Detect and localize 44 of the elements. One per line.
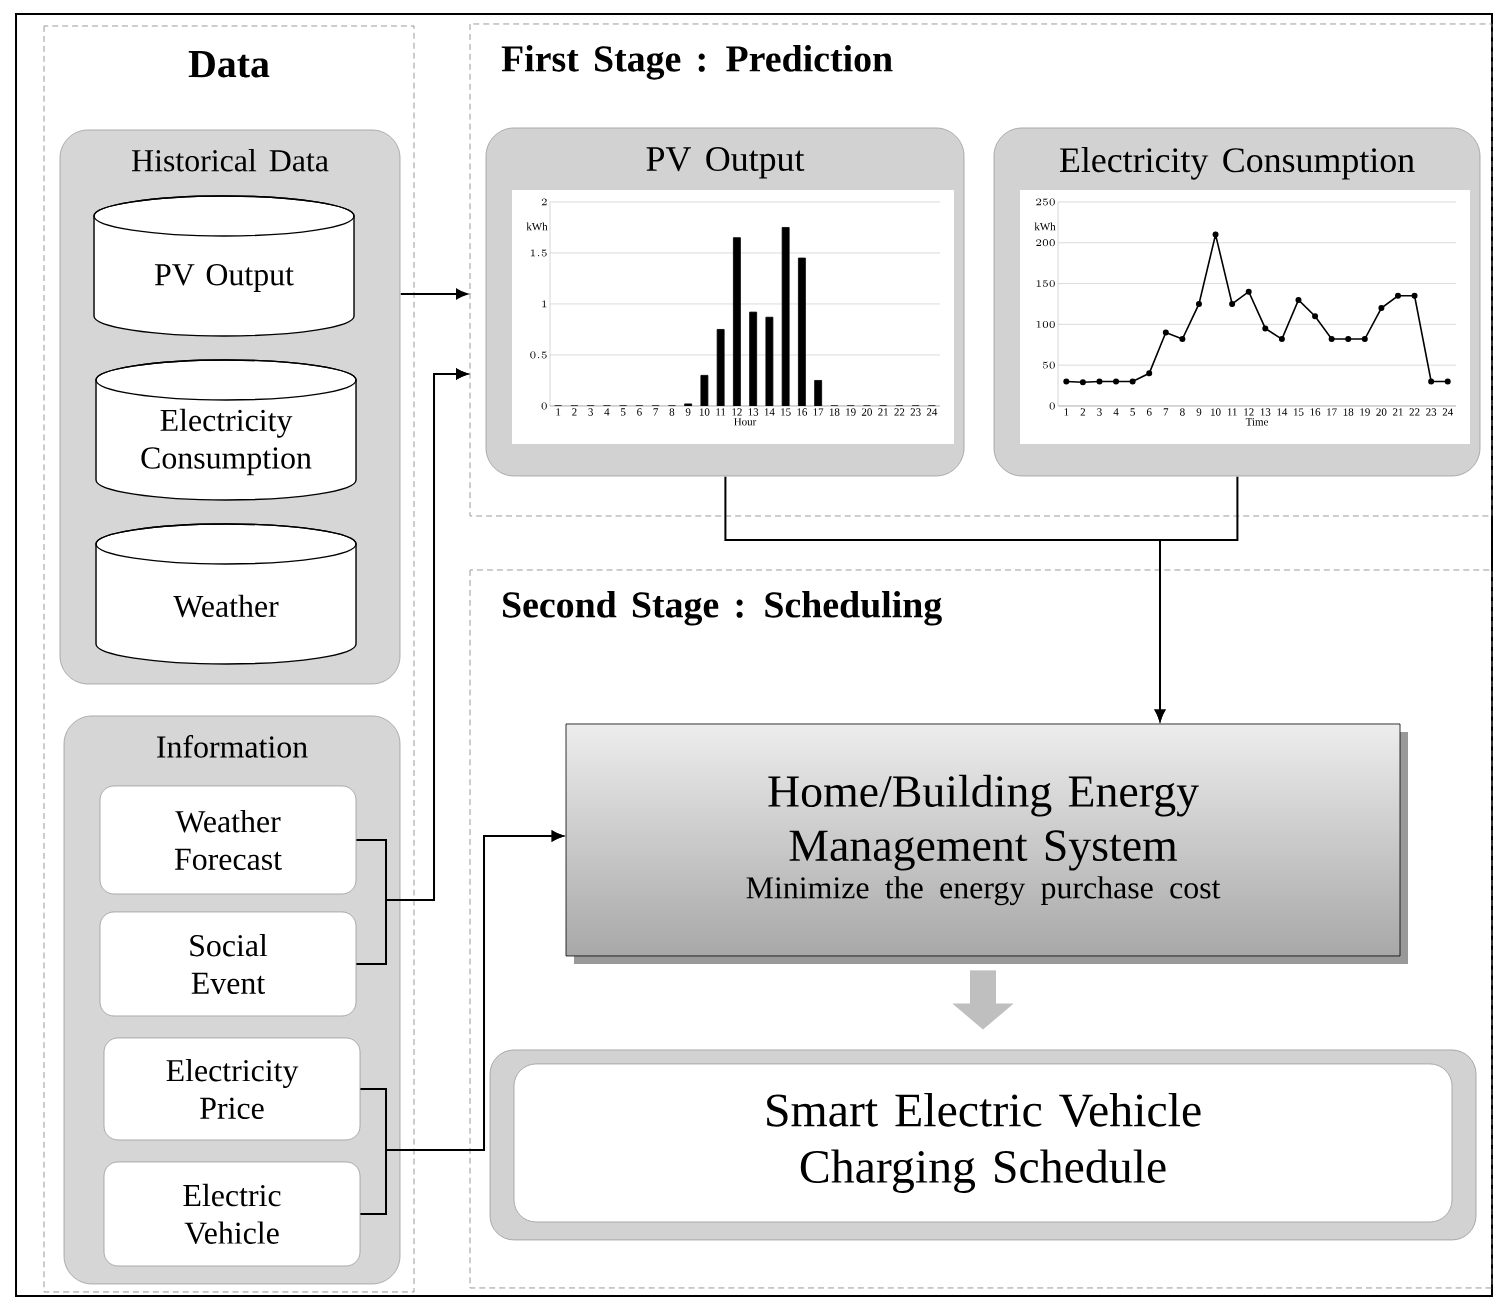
point bbox=[1278, 336, 1285, 343]
arrow bbox=[359, 830, 563, 1215]
database-cylinder: Electricity Consumption bbox=[95, 359, 357, 501]
bar bbox=[814, 380, 823, 406]
point bbox=[1312, 313, 1319, 320]
point bbox=[1328, 336, 1335, 343]
point bbox=[1212, 231, 1219, 238]
point bbox=[1179, 336, 1186, 343]
point bbox=[1444, 378, 1451, 385]
info-box: Weather Forecast bbox=[99, 785, 357, 895]
point bbox=[1411, 292, 1418, 299]
bar bbox=[716, 329, 725, 406]
point bbox=[1079, 379, 1086, 386]
result-box: Smart Electric Vehicle Charging Schedule bbox=[489, 1049, 1477, 1241]
point bbox=[1245, 288, 1252, 295]
point bbox=[1295, 296, 1302, 303]
arrow bbox=[399, 288, 468, 300]
info-box: Electric Vehicle bbox=[103, 1161, 361, 1267]
bar bbox=[749, 311, 758, 406]
point bbox=[1428, 378, 1435, 385]
bar bbox=[781, 227, 790, 406]
point bbox=[1229, 300, 1236, 307]
database-cylinder: Weather bbox=[95, 523, 357, 665]
point bbox=[1262, 325, 1269, 332]
point bbox=[1345, 336, 1352, 343]
point bbox=[1063, 378, 1070, 385]
point bbox=[1378, 305, 1385, 312]
system-box: Home/Building Energy Management System Minimize the energy purchase cost bbox=[565, 723, 1408, 964]
database-cylinder: PV Output bbox=[93, 195, 355, 337]
arrow bbox=[1154, 475, 1239, 721]
point bbox=[1361, 336, 1368, 343]
point bbox=[1146, 370, 1153, 377]
point bbox=[1195, 300, 1202, 307]
point bbox=[1394, 292, 1401, 299]
bar bbox=[797, 257, 806, 406]
point bbox=[1129, 378, 1136, 385]
point bbox=[1162, 329, 1169, 336]
point bbox=[1113, 378, 1120, 385]
info-box: Social Event bbox=[99, 911, 357, 1017]
bar bbox=[700, 374, 709, 406]
info-box: Electricity Price bbox=[103, 1037, 361, 1141]
bar bbox=[765, 316, 774, 406]
bar bbox=[732, 237, 741, 406]
point bbox=[1096, 378, 1103, 385]
